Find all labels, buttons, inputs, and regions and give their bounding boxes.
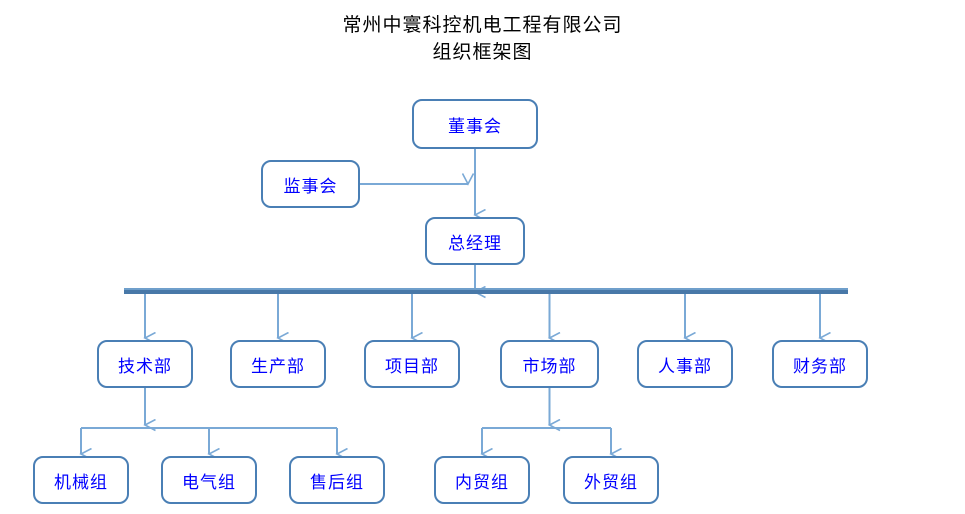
org-node-aftersales[interactable]: 售后组 bbox=[289, 456, 385, 504]
org-node-label: 董事会 bbox=[448, 116, 502, 137]
org-node-foreign[interactable]: 外贸组 bbox=[563, 456, 659, 504]
org-node-project[interactable]: 项目部 bbox=[364, 340, 460, 388]
org-node-mechanical[interactable]: 机械组 bbox=[33, 456, 129, 504]
org-bus-bar bbox=[124, 288, 848, 294]
org-node-market[interactable]: 市场部 bbox=[500, 340, 599, 388]
org-node-label: 技术部 bbox=[118, 356, 172, 377]
org-node-electrical[interactable]: 电气组 bbox=[161, 456, 257, 504]
title-line-2: 组织框架图 bbox=[432, 41, 533, 63]
org-node-label: 监事会 bbox=[283, 176, 338, 197]
org-node-label: 内贸组 bbox=[455, 472, 509, 493]
org-node-label: 财务部 bbox=[793, 356, 847, 377]
org-node-label: 市场部 bbox=[522, 356, 577, 377]
org-node-label: 项目部 bbox=[385, 356, 439, 377]
org-node-finance[interactable]: 财务部 bbox=[772, 340, 868, 388]
org-node-label: 生产部 bbox=[251, 356, 305, 377]
org-node-tech[interactable]: 技术部 bbox=[97, 340, 193, 388]
org-node-board[interactable]: 董事会 bbox=[412, 99, 538, 149]
org-node-label: 售后组 bbox=[310, 472, 364, 493]
title-line-1: 常州中寰科控机电工程有限公司 bbox=[342, 14, 623, 36]
org-node-gm[interactable]: 总经理 bbox=[425, 217, 525, 265]
org-node-production[interactable]: 生产部 bbox=[230, 340, 326, 388]
org-node-label: 人事部 bbox=[658, 356, 712, 377]
org-node-supervisors[interactable]: 监事会 bbox=[261, 160, 360, 208]
org-node-label: 机械组 bbox=[54, 472, 108, 493]
org-node-label: 外贸组 bbox=[584, 472, 638, 493]
org-bus-bar-highlight bbox=[124, 288, 848, 290]
org-node-label: 电气组 bbox=[182, 472, 236, 493]
page-title: 常州中寰科控机电工程有限公司 组织框架图 bbox=[0, 12, 965, 66]
org-node-label: 总经理 bbox=[448, 233, 502, 254]
org-node-domestic[interactable]: 内贸组 bbox=[434, 456, 530, 504]
org-node-hr[interactable]: 人事部 bbox=[637, 340, 733, 388]
